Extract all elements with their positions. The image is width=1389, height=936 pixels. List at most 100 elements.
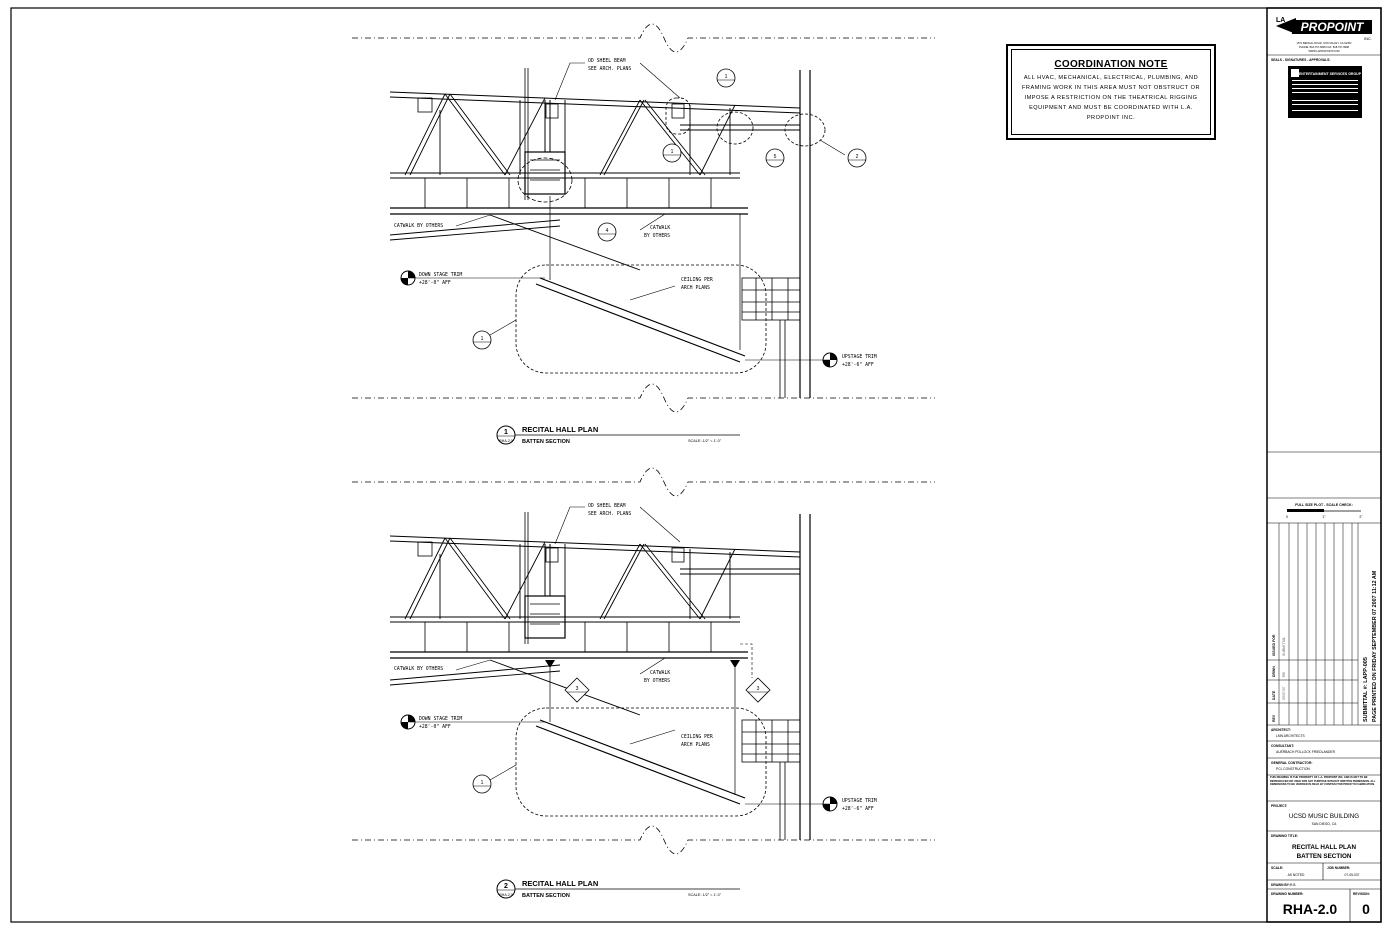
break-line-bottom [352, 825, 935, 855]
revision-grid [1267, 523, 1359, 725]
svg-text:WWW.LAPROPOINT.COM: WWW.LAPROPOINT.COM [1308, 49, 1339, 53]
detail-callout: 2 [847, 148, 867, 168]
catwalk-deck [390, 651, 748, 659]
catwalk-support [389, 664, 561, 686]
drawing-title-1: RECITAL HALL PLAN [1292, 844, 1356, 851]
connection-plate [417, 541, 433, 557]
truss-webs [404, 93, 736, 176]
leader-line [639, 62, 681, 99]
drawing-title-2: BATTEN SECTION [1297, 853, 1352, 860]
view-number: 2 [504, 883, 508, 890]
label-see-arch: SEE ARCH. PLANS [588, 66, 631, 72]
gc: PCL CONSTRUCTION [1276, 767, 1310, 771]
svg-text:2": 2" [1359, 515, 1363, 519]
drawn-by: R.B. [1290, 883, 1296, 887]
catwalk-railing [424, 178, 712, 208]
svg-text:4: 4 [606, 228, 609, 234]
job-number: 07-05-037 [1344, 873, 1359, 877]
label-arch-plans: ARCH PLANS [681, 285, 710, 291]
detail-callout: 1 [472, 774, 492, 794]
drawn-by-label: DRAWN BY: [1271, 883, 1290, 887]
svg-text:1": 1" [1322, 515, 1326, 519]
label-catwalk-left: CATWALK BY OTHERS [394, 223, 443, 229]
leader-line [740, 643, 753, 678]
steel-beam [680, 568, 800, 575]
label-upstage-elev: +28'-6" AFF [842, 806, 874, 812]
connection-plate [417, 97, 433, 113]
coordination-note: COORDINATION NOTE ALL HVAC, MECHANICAL, … [1006, 44, 1216, 140]
connection-plate [671, 547, 685, 563]
down-stage-trim-symbol [400, 714, 416, 730]
title-block: LA PROPOINT INC. 1571 BENGAL ROAD, SUN V… [1267, 17, 1381, 922]
view-1-batten-section: OD SHEEL BEAM SEE ARCH. PLANS CATWALK BY… [352, 23, 935, 445]
leader-line [639, 657, 666, 675]
down-stage-trim-symbol [400, 270, 416, 286]
consultant-label: CONSULTANT: [1271, 744, 1294, 748]
detail-callout: 5 [765, 148, 785, 168]
job-number-label: JOB NUMBER: [1327, 866, 1350, 870]
rev-row-drwn: RB [1282, 671, 1286, 677]
connection-plate [545, 103, 559, 119]
scale-check-label: FULL SIZE PLOT - SCALE CHECK: [1295, 503, 1353, 507]
structural-column [799, 514, 811, 840]
vertical-pipe [524, 512, 529, 644]
label-arch-plans: ARCH PLANS [681, 742, 710, 748]
steel-beam [680, 124, 800, 131]
catwalk-railing [424, 622, 712, 652]
detail-callout: 1 [472, 330, 492, 350]
date-header: DATE [1272, 690, 1276, 700]
leader-line [455, 214, 491, 227]
view-scale: SCALE: 1/2" = 1'-0" [688, 439, 722, 443]
coordination-note-text: ALL HVAC, MECHANICAL, ELECTRICAL, PLUMBI… [1022, 75, 1200, 121]
section-callout: 3 [564, 677, 590, 703]
label-catwalk-center: BY OTHERS [644, 233, 670, 239]
stair-rail [741, 719, 801, 763]
leader-line [489, 764, 517, 781]
detail-callout: 1 [662, 143, 682, 163]
label-catwalk-center: CATWALK [650, 225, 670, 231]
view-number: 1 [504, 429, 508, 436]
view-scale: SCALE: 1/2" = 1'-0" [688, 893, 722, 897]
company-logo: LA PROPOINT INC. 1571 BENGAL ROAD, SUN V… [1276, 17, 1372, 53]
title-block-border [1266, 7, 1382, 923]
catwalk-support [489, 214, 641, 271]
svg-text:3: 3 [757, 686, 760, 692]
label-down-stage-trim: DOWN STAGE TRIM [419, 272, 462, 278]
gc-label: GENERAL CONTRACTOR: [1271, 761, 1312, 765]
svg-text:PROPOINT: PROPOINT [1301, 20, 1365, 34]
hanging-lines [549, 196, 741, 350]
catwalk-support [389, 219, 561, 241]
consultant: AUERBACH POLLOCK FRIEDLANDER [1276, 750, 1336, 754]
view-title-1: 1 RHA-2.0 RECITAL HALL PLAN BATTEN SECTI… [496, 425, 740, 445]
coordination-note-inner: COORDINATION NOTE ALL HVAC, MECHANICAL, … [1011, 49, 1211, 135]
submittal-number: SUBMITTAL #: LAPP-005 [1363, 657, 1369, 722]
break-line-top [352, 467, 935, 497]
label-steel-beam: OD SHEEL BEAM [588, 503, 626, 509]
ceiling-bubble [515, 264, 767, 374]
rev-row-date: 09/07/07 [1282, 686, 1286, 700]
break-line-bottom [352, 383, 935, 413]
label-upstage-elev: +28'-6" AFF [842, 362, 874, 368]
rail-post [779, 762, 786, 840]
detail-callout: 1 [716, 68, 736, 88]
pickup-points [545, 660, 740, 668]
label-see-arch: SEE ARCH. PLANS [588, 511, 631, 517]
label-down-stage-elev: +28'-0" AFF [419, 280, 451, 286]
svg-text:1: 1 [481, 780, 484, 786]
label-catwalk-center: CATWALK [650, 670, 670, 676]
truss-top-chord [389, 91, 801, 114]
detail-callout: 4 [597, 222, 617, 242]
sheet-border [10, 7, 1382, 923]
svg-text:1571 BENGAL ROAD, SUN VALLEY,: 1571 BENGAL ROAD, SUN VALLEY, CA 91352 [1297, 41, 1352, 45]
svg-text:1: 1 [725, 74, 728, 80]
svg-text:ENTERTAINMENT SERVICES GROUP: ENTERTAINMENT SERVICES GROUP [1299, 72, 1362, 76]
label-down-stage-trim: DOWN STAGE TRIM [419, 716, 462, 722]
scale-value: AS NOTED [1288, 873, 1305, 877]
rev-row-issued: SUBMITTAL [1282, 637, 1286, 656]
upstage-trim-symbol [822, 352, 838, 368]
svg-text:5: 5 [774, 154, 777, 160]
issued-for-header: ISSUED FOR [1272, 634, 1276, 656]
section-callout: 3 [745, 677, 771, 703]
leader-line [629, 729, 676, 745]
